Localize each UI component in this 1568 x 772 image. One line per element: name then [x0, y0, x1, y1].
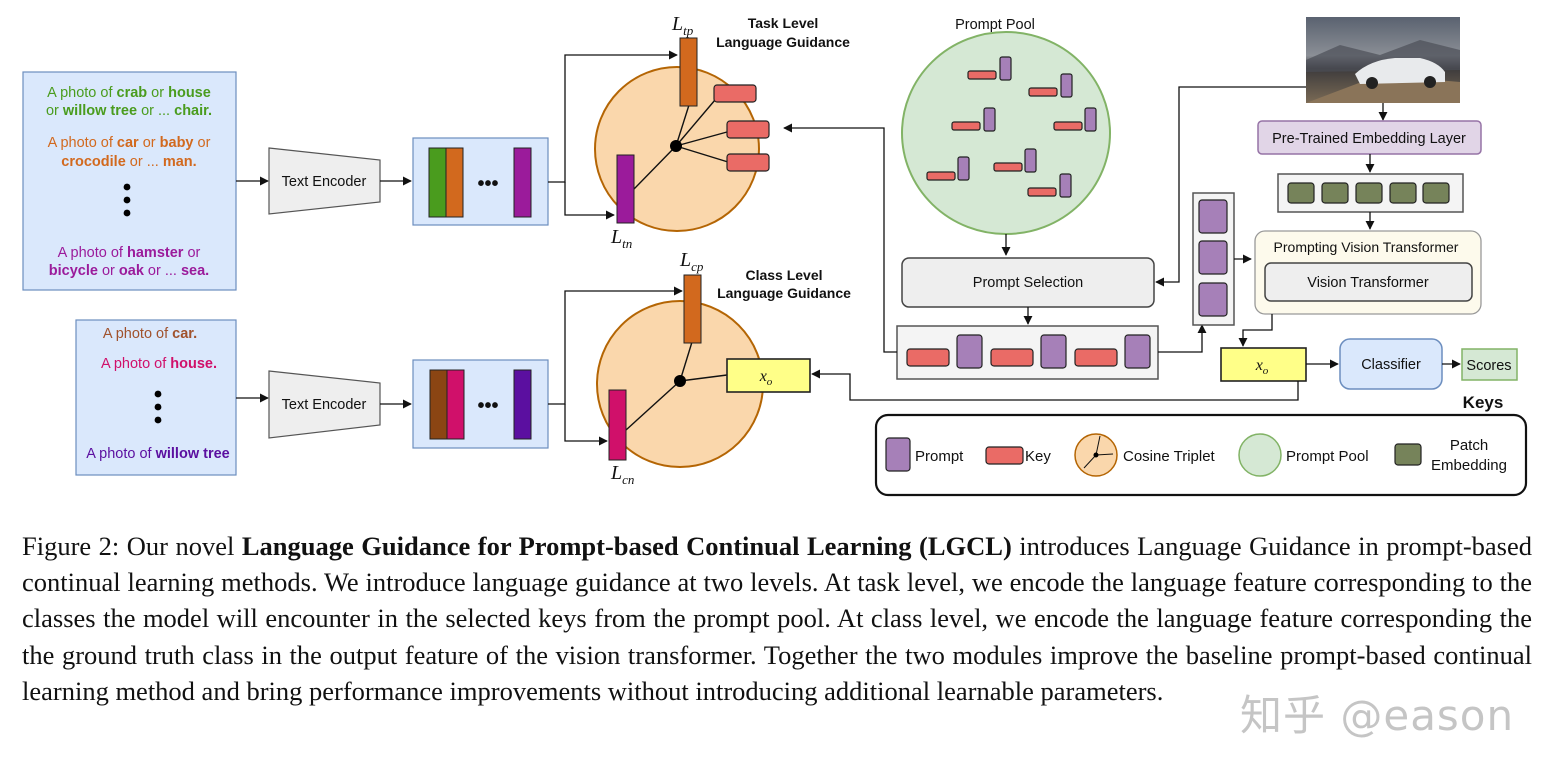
cosine-triplet-legend-icon: [1074, 433, 1118, 477]
l-tn-label: Ltn: [610, 226, 632, 251]
svg-text:xo: xo: [1255, 357, 1269, 377]
svg-text:•••: •••: [477, 173, 498, 195]
svg-text:Prompt Pool: Prompt Pool: [1286, 448, 1369, 465]
svg-text:Scores: Scores: [1466, 358, 1511, 374]
svg-text:Class Level: Class Level: [745, 267, 822, 283]
svg-text:Language Guidance: Language Guidance: [717, 285, 851, 301]
prompt-pool-title: Prompt Pool: [955, 17, 1035, 33]
svg-text:Language Guidance: Language Guidance: [716, 34, 850, 50]
svg-text:Pre-Trained Embedding Layer: Pre-Trained Embedding Layer: [1272, 131, 1466, 147]
svg-text:Cosine Triplet: Cosine Triplet: [1123, 448, 1216, 465]
input-image: [1306, 17, 1460, 103]
task-prompt-line1: A photo of crab or house: [47, 85, 211, 101]
prompt-selection-box: Prompt Selection: [901, 257, 1155, 308]
task-key-2: [726, 120, 770, 139]
task-prompt-line3: A photo of car or baby or: [48, 135, 211, 151]
class-prompt-box: A photo of car. A photo of house. A phot…: [75, 319, 237, 476]
class-prompt-line3: A photo of willow tree: [86, 446, 229, 462]
prompt-column: [1192, 192, 1235, 326]
text-encoder-top: Text Encoder: [268, 147, 381, 215]
pretrained-embedding-box: Pre-Trained Embedding Layer: [1257, 120, 1482, 155]
class-ellipsis: [154, 390, 162, 424]
task-positive-feature: [679, 37, 698, 107]
svg-text:Key: Key: [1025, 448, 1051, 465]
task-prompt-line4: crocodile or ... man.: [61, 154, 196, 170]
svg-text:Embedding: Embedding: [1431, 457, 1507, 474]
class-xo-box: xo: [726, 358, 811, 393]
task-prompt-line2: or willow tree or ... chair.: [46, 103, 212, 119]
keys-title: Keys: [1463, 393, 1504, 412]
classifier-box: Classifier: [1339, 338, 1443, 390]
svg-text:Prompting Vision Transformer: Prompting Vision Transformer: [1274, 239, 1459, 255]
class-positive-feature: [683, 274, 702, 344]
task-key-1: [713, 84, 757, 103]
l-tp-label: Ltp: [671, 13, 694, 38]
prompting-vit-box: Prompting Vision Transformer Vision Tran…: [1254, 230, 1482, 315]
output-xo-box: xo: [1220, 347, 1307, 382]
selected-prompts-row: [896, 325, 1159, 380]
text-features-bottom: •••: [412, 359, 549, 449]
svg-text:Patch: Patch: [1450, 437, 1488, 454]
watermark: 知乎 @eason: [1240, 691, 1515, 740]
text-encoder-bottom: Text Encoder: [268, 370, 381, 439]
patch-embedding-row: [1277, 173, 1464, 213]
svg-text:Prompt Selection: Prompt Selection: [973, 275, 1083, 291]
prompt-pool: [901, 31, 1111, 235]
task-prompt-box: A photo of crab or house or willow tree …: [22, 71, 237, 291]
svg-text:Task Level: Task Level: [748, 15, 819, 31]
class-prompt-line2: A photo of house.: [101, 356, 217, 372]
task-ellipsis: [123, 183, 131, 217]
class-prompt-line1: A photo of car.: [103, 326, 197, 342]
svg-text:Prompt: Prompt: [915, 448, 964, 465]
svg-text:Vision Transformer: Vision Transformer: [1307, 275, 1429, 291]
task-prompt-line6: bicycle or oak or ... sea.: [49, 263, 209, 279]
task-prompt-line5: A photo of hamster or: [58, 245, 201, 261]
figure-caption: Figure 2: Our novel Language Guidance fo…: [22, 531, 1532, 706]
svg-text:xo: xo: [759, 368, 773, 388]
task-negative-feature: [616, 154, 635, 224]
class-level-triplet: xo Lcp Lcn Class Level Language Guidance: [596, 249, 851, 487]
scores-box: Scores: [1461, 348, 1518, 381]
l-cn-label: Lcn: [610, 462, 634, 487]
l-cp-label: Lcp: [679, 249, 704, 274]
figure-diagram: A photo of crab or house or willow tree …: [22, 13, 1528, 497]
task-level-triplet: Ltp Ltn Task Level Language Guidance: [594, 13, 850, 251]
svg-text:Text Encoder: Text Encoder: [282, 397, 367, 413]
svg-text:Text Encoder: Text Encoder: [282, 174, 367, 190]
text-features-top: •••: [412, 137, 549, 226]
svg-text:•••: •••: [477, 395, 498, 417]
class-negative-feature: [608, 389, 627, 461]
task-key-3: [726, 153, 770, 172]
keys-legend: Prompt Key Cosine Triplet Prompt Pool Pa…: [874, 413, 1528, 497]
svg-text:Classifier: Classifier: [1361, 357, 1421, 373]
